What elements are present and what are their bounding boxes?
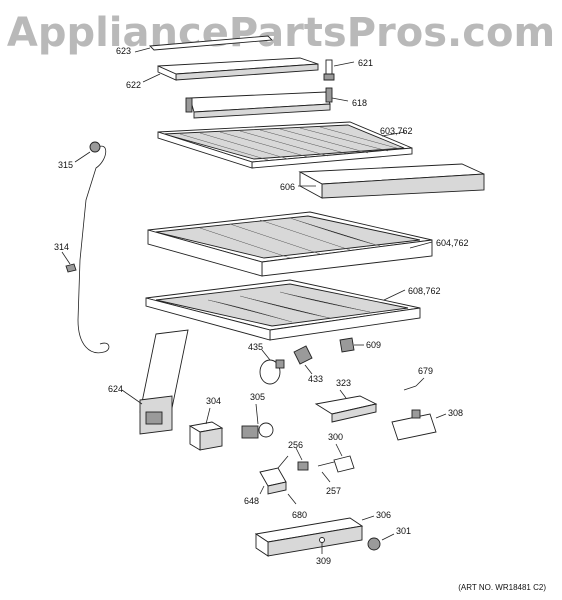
part-609-clip bbox=[339, 337, 364, 353]
part-604-tray bbox=[147, 211, 433, 277]
callout-301: 301 bbox=[396, 526, 412, 536]
callout-314: 314 bbox=[54, 242, 70, 252]
callout-304: 304 bbox=[206, 396, 222, 406]
part-306-housing bbox=[254, 515, 375, 557]
part-679-screw bbox=[403, 377, 425, 391]
part-606-front bbox=[298, 163, 485, 199]
part-256-switch bbox=[295, 447, 309, 471]
callout-604-762: 604,762 bbox=[436, 238, 469, 248]
part-618-bracket bbox=[185, 87, 349, 119]
callout-624: 624 bbox=[108, 384, 124, 394]
callout-679: 679 bbox=[418, 366, 434, 376]
part-323-bracket bbox=[314, 389, 378, 423]
callout-308: 308 bbox=[448, 408, 464, 418]
part-648-timer bbox=[259, 455, 289, 495]
callout-606: 606 bbox=[280, 182, 296, 192]
callout-306: 306 bbox=[376, 510, 392, 520]
part-680-screw bbox=[287, 493, 297, 505]
part-301-knob bbox=[367, 533, 395, 551]
callout-305: 305 bbox=[250, 392, 266, 402]
callout-257: 257 bbox=[326, 486, 342, 496]
part-624-panel bbox=[121, 329, 189, 435]
callout-603-762: 603,762 bbox=[380, 126, 413, 136]
callout-323: 323 bbox=[336, 378, 352, 388]
callout-608-762: 608,762 bbox=[408, 286, 441, 296]
callout-300: 300 bbox=[328, 432, 344, 442]
part-433-socket bbox=[293, 345, 313, 375]
part-315-tube bbox=[74, 141, 110, 354]
art-number: (ART NO. WR18481 C2) bbox=[458, 583, 546, 592]
callout-622: 622 bbox=[126, 80, 142, 90]
callout-648: 648 bbox=[244, 496, 260, 506]
callout-433: 433 bbox=[308, 374, 324, 384]
callout-256: 256 bbox=[288, 440, 304, 450]
part-608-pan bbox=[145, 279, 421, 341]
part-435-bulb bbox=[259, 349, 285, 385]
part-623-strip bbox=[134, 35, 274, 53]
part-257-screw bbox=[321, 471, 331, 483]
callout-621: 621 bbox=[358, 58, 374, 68]
part-304-box bbox=[188, 407, 224, 451]
part-300-relay bbox=[317, 443, 355, 473]
callout-623: 623 bbox=[116, 46, 132, 56]
part-603-shelf bbox=[157, 121, 413, 169]
callout-315: 315 bbox=[58, 160, 74, 170]
callout-618: 618 bbox=[352, 98, 368, 108]
callout-435: 435 bbox=[248, 342, 264, 352]
part-308-bracket bbox=[391, 409, 447, 441]
part-314-clip bbox=[61, 251, 77, 273]
callout-609: 609 bbox=[366, 340, 382, 350]
part-305-thermostat bbox=[241, 403, 274, 439]
callout-309: 309 bbox=[316, 556, 332, 566]
watermark-logo: AppliancePartsPros.com bbox=[6, 10, 556, 56]
part-309-screw bbox=[319, 537, 325, 554]
part-622-cover bbox=[142, 57, 319, 83]
part-621-clip bbox=[323, 59, 355, 81]
callout-680: 680 bbox=[292, 510, 308, 520]
